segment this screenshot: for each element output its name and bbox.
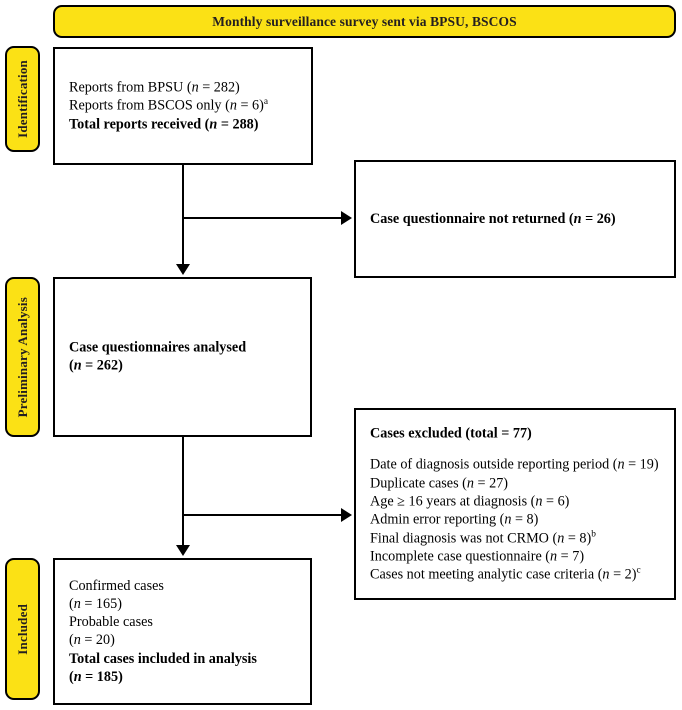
- stage-tab-preliminary-analysis: Preliminary Analysis: [5, 277, 40, 437]
- connector-to-excluded: [182, 514, 343, 517]
- box-text-line: Case questionnaire not returned (n = 26): [370, 210, 616, 227]
- box-text-line: Cases not meeting analytic case criteria…: [370, 565, 641, 583]
- box-included-cases: Confirmed cases(n = 165)Probable cases(n…: [53, 558, 312, 705]
- box-cases-excluded-list: Date of diagnosis outside reporting peri…: [370, 456, 664, 584]
- box-text-line: Date of diagnosis outside reporting peri…: [370, 456, 659, 473]
- box-identification: Reports from BPSU (n = 282)Reports from …: [53, 47, 313, 165]
- box-text-line: Confirmed cases: [69, 577, 164, 594]
- box-cases-excluded-gap: [370, 443, 664, 456]
- box-text-line: Age ≥ 16 years at diagnosis (n = 6): [370, 493, 570, 510]
- stage-tab-identification: Identification: [5, 46, 40, 152]
- box-text-line: Reports from BSCOS only (n = 6)a: [69, 97, 268, 114]
- survey-banner: Monthly surveillance survey sent via BPS…: [53, 5, 676, 38]
- arrowhead-down-to-analysed: [176, 264, 190, 275]
- box-cases-excluded-content: Cases excluded (total = 77) Date of diag…: [370, 424, 664, 584]
- survey-banner-label: Monthly surveillance survey sent via BPS…: [212, 13, 517, 29]
- box-questionnaires-analysed-content: Case questionnaires analysed (n = 262): [69, 339, 300, 376]
- box-text-line: (n = 165): [69, 595, 122, 612]
- arrowhead-down-to-included: [176, 545, 190, 556]
- box-text-line: (n = 185): [69, 669, 123, 686]
- box-questionnaire-not-returned: Case questionnaire not returned (n = 26): [354, 160, 676, 278]
- box-text-line: Reports from BPSU (n = 282): [69, 79, 240, 96]
- stage-tab-included-label: Included: [14, 603, 30, 655]
- box-text-line: Total cases included in analysis: [69, 650, 257, 667]
- arrowhead-right-to-excluded: [341, 508, 352, 522]
- box-text-line: (n = 262): [69, 358, 123, 374]
- stage-tab-preliminary-analysis-label: Preliminary Analysis: [14, 296, 30, 418]
- box-text-line: Admin error reporting (n = 8): [370, 511, 539, 528]
- stage-tab-identification-label: Identification: [14, 60, 30, 138]
- box-text-line: Case questionnaires analysed: [69, 339, 247, 356]
- box-questionnaire-not-returned-content: Case questionnaire not returned (n = 26): [370, 210, 664, 228]
- stage-tab-included: Included: [5, 558, 40, 700]
- box-text-line: Probable cases: [69, 614, 153, 631]
- connector-to-not-returned: [182, 217, 343, 220]
- box-text-line: Incomplete case questionnaire (n = 7): [370, 548, 585, 565]
- box-identification-content: Reports from BPSU (n = 282)Reports from …: [69, 79, 301, 134]
- box-questionnaires-analysed: Case questionnaires analysed (n = 262): [53, 277, 312, 437]
- box-cases-excluded: Cases excluded (total = 77) Date of diag…: [354, 408, 676, 600]
- box-included-cases-content: Confirmed cases(n = 165)Probable cases(n…: [69, 577, 300, 687]
- arrowhead-right-to-not-returned: [341, 211, 352, 225]
- box-cases-excluded-heading: Cases excluded (total = 77): [370, 425, 532, 442]
- connector-analysed-to-included: [182, 437, 185, 547]
- box-text-line: Total reports received (n = 288): [69, 116, 259, 133]
- box-text-line: Final diagnosis was not CRMO (n = 8)b: [370, 529, 596, 546]
- box-text-line: (n = 20): [69, 632, 115, 649]
- box-text-line: Duplicate cases (n = 27): [370, 474, 509, 491]
- connector-identification-to-analysed: [182, 165, 185, 266]
